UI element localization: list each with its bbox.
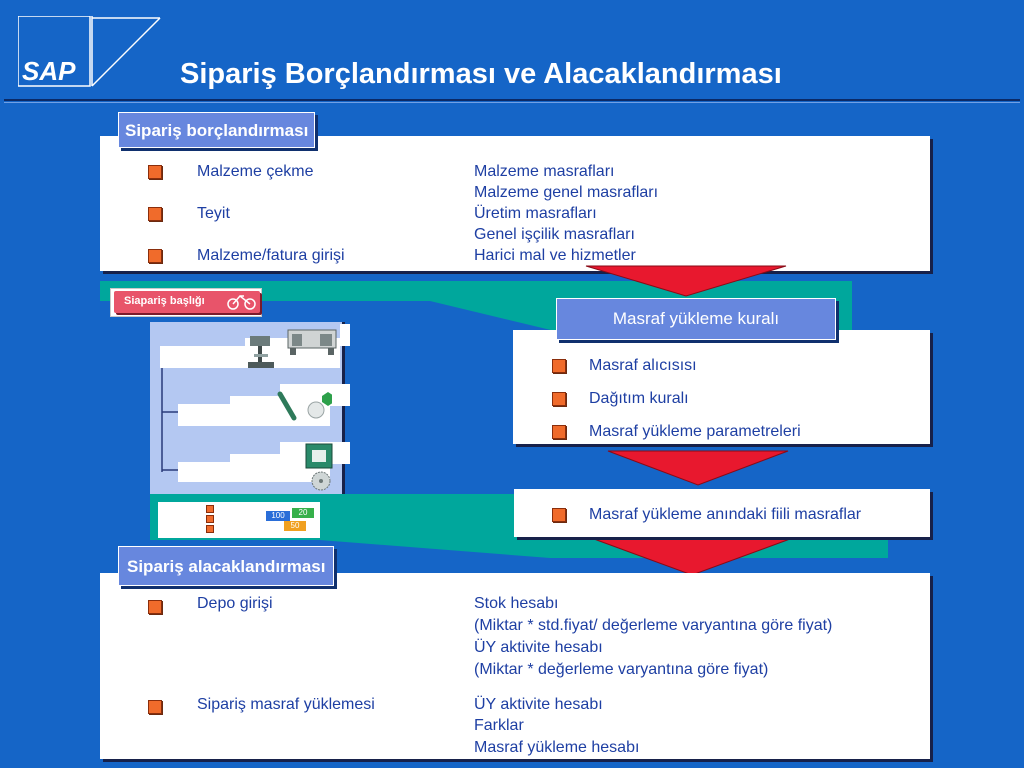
page-title: Sipariş Borçlandırması ve Alacaklandırma… xyxy=(180,58,782,90)
credit-panel-title: Sipariş alacaklandırması xyxy=(118,546,335,586)
debit-row-left: Teyit xyxy=(197,205,230,222)
debit-row-left: Malzeme/fatura girişi xyxy=(197,247,345,264)
drill-press-icon xyxy=(246,334,276,375)
settlement-rule-panel xyxy=(513,330,930,444)
bullet-icon xyxy=(148,207,162,221)
order-header-text: Siapariş başlığı xyxy=(124,295,205,307)
bullet-icon xyxy=(148,600,162,614)
mini-value-50: 50 xyxy=(284,521,306,531)
bullet-icon xyxy=(552,359,566,373)
title-divider xyxy=(4,99,1020,101)
bullet-icon xyxy=(552,425,566,439)
sap-logo xyxy=(17,15,164,90)
credit-row-right: Masraf yükleme hesabı xyxy=(474,739,640,756)
bullet-icon xyxy=(206,505,214,513)
credit-row-right: ÜY aktivite hesabı xyxy=(474,696,603,713)
credit-row-right: (Miktar * std.fiyat/ değerleme varyantın… xyxy=(474,617,833,634)
settlement-rule-item: Masraf alıcısısı xyxy=(589,357,697,374)
actual-costs-panel xyxy=(514,489,930,537)
bullet-icon xyxy=(148,700,162,714)
bicycle-icon xyxy=(226,293,258,316)
lathe-machine-icon xyxy=(286,324,338,361)
bullet-icon xyxy=(552,392,566,406)
debit-row-right: Üretim masrafları xyxy=(474,205,597,222)
credit-row-right: (Miktar * değerleme varyantına göre fiya… xyxy=(474,661,769,678)
credit-row-right: Farklar xyxy=(474,717,524,734)
actual-costs-item: Masraf yükleme anındaki fiili masraflar xyxy=(589,506,862,523)
settlement-rule-item: Masraf yükleme parametreleri xyxy=(589,423,801,440)
credit-row-left: Sipariş masraf yüklemesi xyxy=(197,696,375,713)
settlement-rule-title: Masraf yükleme kuralı xyxy=(556,298,836,340)
bullet-icon xyxy=(148,249,162,263)
sap-logo-text: SAP xyxy=(22,56,76,86)
saw-machine-icon xyxy=(302,442,342,477)
screw-bolt-icon xyxy=(276,390,334,431)
title-divider-highlight xyxy=(4,102,1020,103)
bullet-icon xyxy=(206,525,214,533)
arrow-down-icon xyxy=(593,538,791,576)
bullet-icon xyxy=(148,165,162,179)
credit-row-right: Stok hesabı xyxy=(474,595,559,612)
arrow-down-icon xyxy=(585,265,787,297)
debit-row-right: Genel işçilik masrafları xyxy=(474,226,635,243)
debit-row-right: Malzeme genel masrafları xyxy=(474,184,659,201)
debit-row-left: Malzeme çekme xyxy=(197,163,314,180)
credit-row-right: ÜY aktivite hesabı xyxy=(474,639,603,656)
bullet-icon xyxy=(552,508,566,522)
mini-value-100: 100 xyxy=(266,511,290,521)
debit-row-right: Malzeme masrafları xyxy=(474,163,615,180)
credit-panel xyxy=(100,573,930,759)
mini-value-20: 20 xyxy=(292,508,314,518)
bullet-icon xyxy=(206,515,214,523)
credit-row-left: Depo girişi xyxy=(197,595,273,612)
debit-panel-title: Sipariş borçlandırması xyxy=(118,112,316,148)
arrow-down-icon xyxy=(607,450,789,486)
debit-row-right: Harici mal ve hizmetler xyxy=(474,247,636,264)
circular-saw-icon xyxy=(310,470,332,497)
settlement-rule-item: Dağıtım kuralı xyxy=(589,390,689,407)
debit-panel xyxy=(100,136,930,271)
order-header-label: Siapariş başlığı xyxy=(114,291,260,313)
